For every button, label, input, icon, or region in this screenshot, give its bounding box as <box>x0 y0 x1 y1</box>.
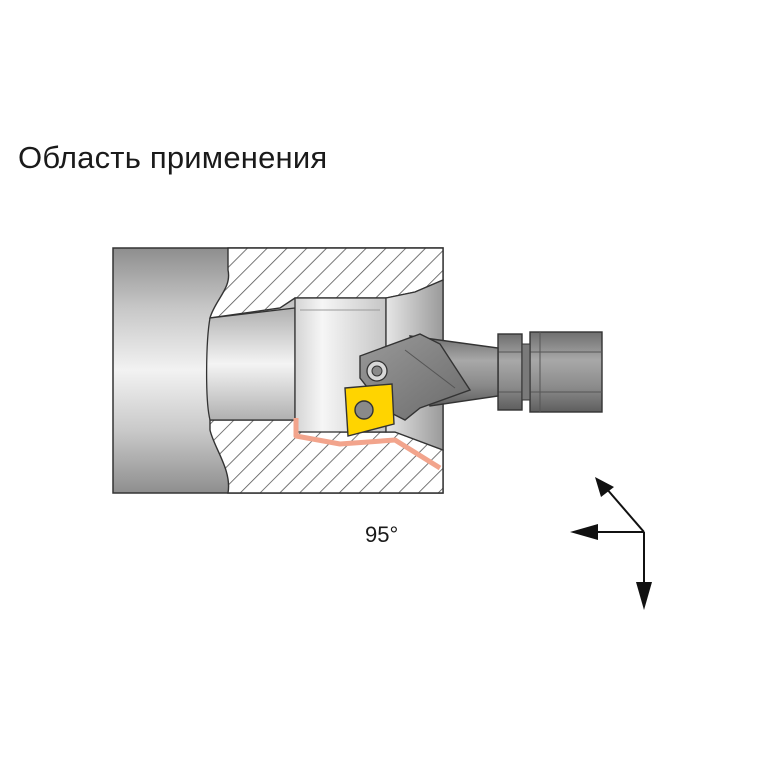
approach-angle-label: 95° <box>365 522 399 547</box>
boring-bar <box>359 331 603 421</box>
bore-surface <box>205 307 296 421</box>
rhombic-insert-icon <box>344 383 395 437</box>
feed-direction-arrows-icon <box>570 477 652 610</box>
chip-path <box>293 418 442 471</box>
shank-collar <box>497 333 523 411</box>
shank-hex <box>529 331 603 413</box>
page-title: Область применения <box>18 140 328 175</box>
clamp-screw-icon <box>366 360 388 382</box>
